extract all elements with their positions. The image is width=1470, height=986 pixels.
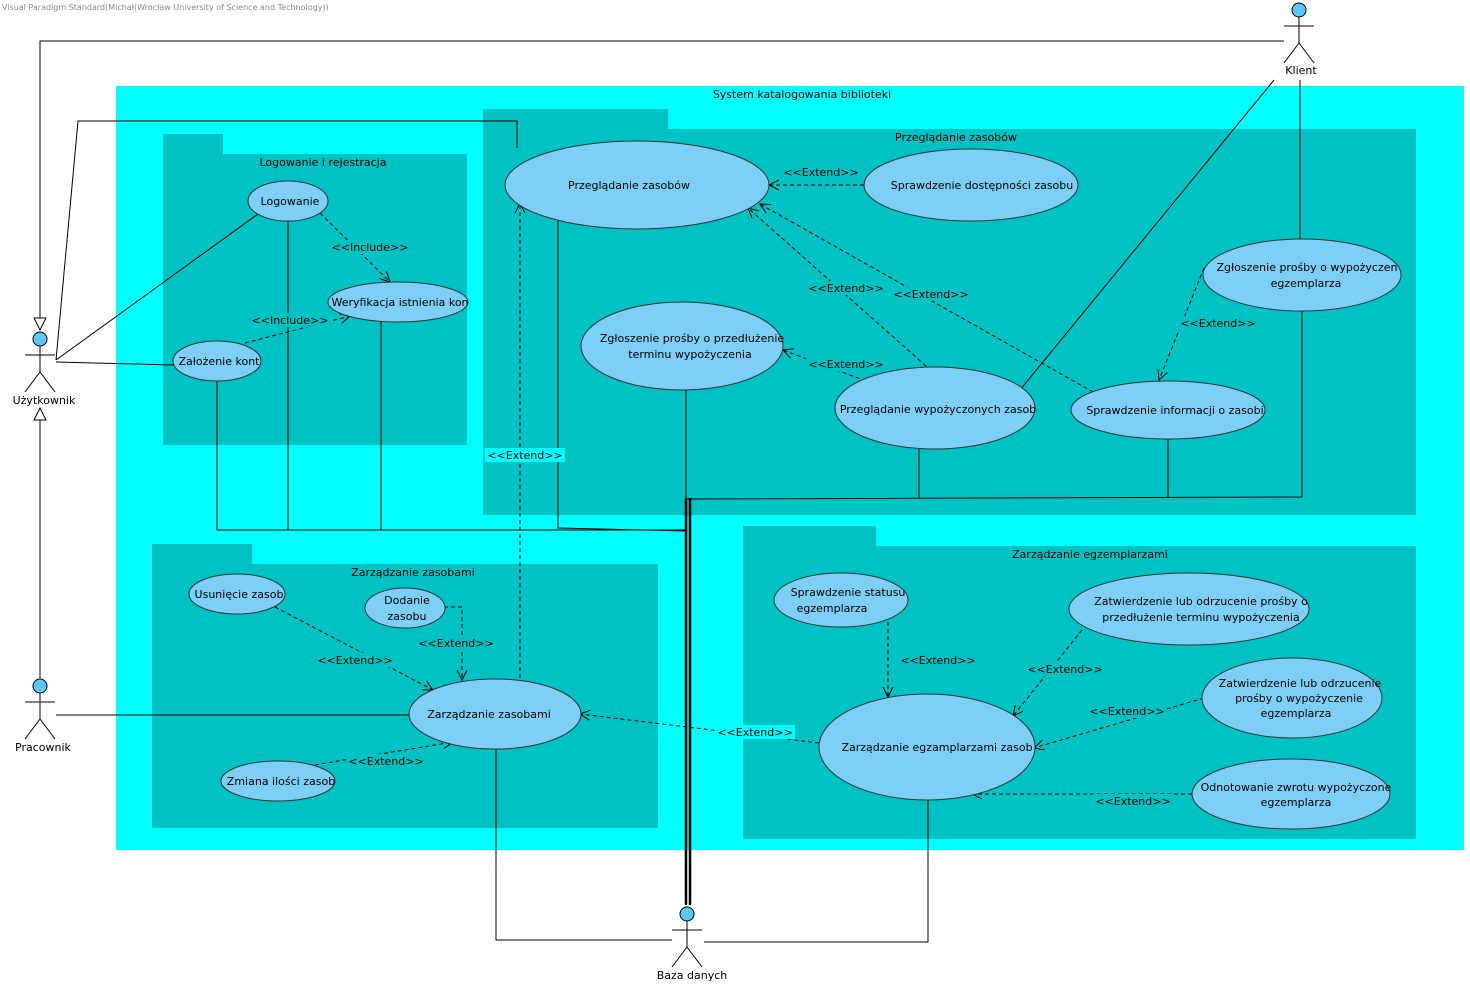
extend-label: <<Extend>> [900, 654, 975, 667]
extend-label: <<Extend>> [808, 282, 883, 295]
use-case-label: przedłużenie terminu wypożyczenia [1102, 611, 1299, 624]
use-case-zalozenie[interactable]: Założenie kont [172, 340, 262, 382]
use-case-label: prośby o wypożyczenie [1235, 692, 1363, 705]
use-case-label: terminu wypożyczenia [628, 348, 751, 361]
use-case-zmiana[interactable]: Zmiana ilości zasob [220, 760, 336, 802]
use-case-label: egzemplarza [797, 602, 868, 615]
use-case-label: Logowanie [261, 195, 320, 208]
include-label: <<Include>> [332, 241, 409, 254]
actor-baza-danych[interactable]: Baza danych [657, 906, 728, 982]
use-case-dostepnosc[interactable]: Sprawdzenie dostępności zasobu [863, 148, 1079, 222]
use-case-dodanie[interactable]: Dodanie zasobu [364, 587, 446, 629]
stereotype-labels: <<Include>> <<Include>> <<Extend>> <<Ext… [250, 165, 1258, 808]
use-case-przegladanie[interactable]: Przeglądanie zasobów [504, 140, 770, 230]
extend-label: <<Extend>> [1089, 705, 1164, 718]
extend-label: <<Extend>> [1180, 317, 1255, 330]
use-case-label: Zatwierdzenie lub odrzucenie prośby o [1094, 595, 1308, 608]
use-case-logowanie[interactable]: Logowanie [247, 180, 329, 222]
package-browse-title: Przeglądanie zasobów [895, 131, 1017, 144]
actor-klient[interactable]: Klient [1283, 2, 1317, 77]
use-case-wypozyczenie[interactable]: Zgłoszenie prośby o wypożyczen egzemplar… [1202, 238, 1402, 312]
use-case-label: egzemplarza [1271, 277, 1342, 290]
use-case-label: Przeglądanie zasobów [568, 179, 690, 192]
use-case-label: Zgłoszenie prośby o przedłużenie [600, 332, 785, 345]
use-case-label: zasobu [388, 610, 427, 623]
actor-label: Użytkownik [13, 394, 76, 407]
extend-label: <<Extend>> [348, 755, 423, 768]
use-case-label: Zarządzanie zasobami [427, 708, 551, 721]
use-case-status[interactable]: Sprawdzenie statusu egzemplarza [773, 572, 909, 628]
use-case-label: Weryfikacja istnienia kon [331, 296, 468, 309]
use-case-label: Odnotowanie zwrotu wypożyczone [1201, 781, 1392, 794]
extend-label: <<Extend>> [783, 166, 858, 179]
system-title: System katalogowania biblioteki [713, 88, 891, 101]
package-resources-title: Zarządzanie zasobami [351, 566, 475, 579]
use-case-zwrot[interactable]: Odnotowanie zwrotu wypożyczone egzemplar… [1191, 758, 1392, 830]
use-case-label: Zarządzanie egzamplarzami zasob [841, 741, 1032, 754]
actor-pracownik[interactable]: Pracownik [15, 678, 72, 754]
actor-label: Baza danych [657, 969, 728, 982]
associations [39, 40, 1303, 943]
use-case-label: egzemplarza [1261, 796, 1332, 809]
use-case-label: Dodanie [384, 594, 430, 607]
use-case-usuniecie[interactable]: Usunięcie zasob [188, 573, 286, 615]
use-case-label: Przeglądanie wypożyczonych zasob [840, 403, 1036, 416]
use-case-label: Sprawdzenie dostępności zasobu [891, 179, 1074, 192]
extend-label: <<Extend>> [418, 637, 493, 650]
extend-label: <<Extend>> [1095, 795, 1170, 808]
actor-label: Klient [1285, 64, 1317, 77]
extend-label: <<Extend>> [893, 288, 968, 301]
use-case-label: Zmiana ilości zasob [227, 775, 335, 788]
extend-label: <<Extend>> [808, 358, 883, 371]
watermark-text: Visual Paradigm Standard(Michał(Wrocław … [2, 3, 329, 12]
use-case-label: Zatwierdzenie lub odrzucenie [1219, 677, 1382, 690]
extend-label: <<Extend>> [717, 726, 792, 739]
package-login-title: Logowanie i rejestracja [260, 156, 387, 169]
use-case-zarzadzanie-zasobami[interactable]: Zarządzanie zasobami [408, 678, 582, 750]
actor-label: Pracownik [15, 741, 72, 754]
use-case-zatw-wypozyczenie[interactable]: Zatwierdzenie lub odrzucenie prośby o wy… [1201, 657, 1383, 739]
extend-label: <<Extend>> [487, 449, 562, 462]
use-case-weryfikacja[interactable]: Weryfikacja istnienia kon [327, 281, 469, 323]
use-case-label: Sprawdzenie statusu [791, 586, 906, 599]
use-case-zatw-przedluzenie[interactable]: Zatwierdzenie lub odrzucenie prośby o pr… [1068, 572, 1310, 646]
use-case-label: Usunięcie zasob [195, 588, 284, 601]
use-case-label: Zgłoszenie prośby o wypożyczen [1217, 261, 1398, 274]
use-case-zarzadzanie-egz[interactable]: Zarządzanie egzamplarzami zasob [818, 693, 1036, 801]
use-case-informacje[interactable]: Sprawdzenie informacji o zasobi [1070, 380, 1266, 440]
package-copies-title: Zarządzanie egzemplarzami [1012, 548, 1168, 561]
actor-uzytkownik[interactable]: Użytkownik [13, 331, 76, 407]
use-case-wypozyczone[interactable]: Przeglądanie wypożyczonych zasob [834, 366, 1036, 450]
use-case-label: egzemplarza [1261, 707, 1332, 720]
package-resources: Zarządzanie zasobami [152, 544, 658, 828]
use-case-label: Sprawdzenie informacji o zasobi [1086, 404, 1263, 417]
extend-label: <<Extend>> [1027, 663, 1102, 676]
include-label: <<Include>> [252, 314, 329, 327]
extend-label: <<Extend>> [317, 654, 392, 667]
use-case-przedluzenie[interactable]: Zgłoszenie prośby o przedłużenie terminu… [580, 301, 785, 391]
use-case-label: Założenie kont [179, 355, 261, 368]
